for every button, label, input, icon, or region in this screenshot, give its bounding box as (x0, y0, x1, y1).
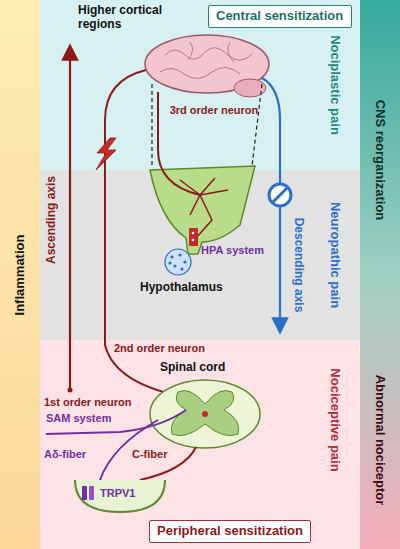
region-label: Higher cortical regions (78, 4, 178, 32)
box-title: Central sensitization (216, 9, 343, 24)
fiber-label: Aδ-fiber (44, 448, 86, 461)
neuron-label: 1st order neuron (44, 396, 131, 409)
band-label: Nociplastic pain (328, 35, 343, 135)
band-label: Inflammation (13, 235, 28, 316)
neuron-label: 2nd order neuron (114, 342, 205, 355)
section-title-box: Peripheral sensitization (149, 520, 311, 543)
band-label: Abnormal nociceptor (373, 375, 388, 506)
system-label: SAM system (46, 412, 111, 425)
side-band: CNS reorganizationAbnormal nociceptor (360, 0, 400, 549)
region-label: Spinal cord (160, 361, 225, 375)
channel-label: TRPV1 (100, 487, 135, 500)
neuron-label: 3rd order neuron (170, 104, 259, 117)
fiber-label: C-fiber (132, 448, 167, 461)
band-label: Nociceptive pain (328, 368, 343, 471)
system-label: HPA system (201, 244, 264, 257)
band-label: Neuropathic pain (328, 202, 343, 308)
side-band: Inflammation (0, 0, 40, 549)
axis-label: Descending axis (291, 218, 305, 313)
region-label: Hypothalamus (140, 281, 223, 295)
section-title-box: Central sensitization (208, 5, 352, 28)
box-title: Peripheral sensitization (157, 524, 303, 539)
band-label: CNS reorganization (373, 100, 388, 221)
axis-label: Ascending axis (45, 176, 59, 264)
pain-band: Neuropathic pain (40, 170, 360, 340)
